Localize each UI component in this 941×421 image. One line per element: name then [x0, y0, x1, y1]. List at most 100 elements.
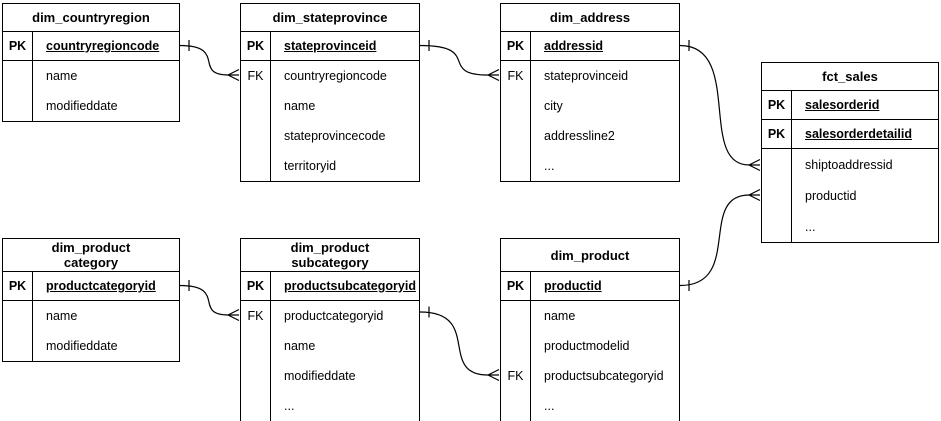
relationship-curve	[419, 44, 489, 76]
key-badge	[241, 331, 271, 361]
relationship-curve	[679, 44, 750, 166]
column-name: ...	[284, 399, 295, 413]
key-badge	[501, 91, 531, 121]
relationship-dim_productcategory-to-dim_productsubcategory[interactable]	[179, 280, 240, 322]
table-title: dim_stateprovince	[241, 4, 419, 32]
key-badge	[241, 361, 271, 391]
column-name: name	[46, 69, 78, 83]
table-row-attribute: ...	[241, 391, 419, 421]
table-row-attribute: ...	[501, 151, 679, 181]
table-row-attribute: name	[241, 331, 419, 361]
table-row-attribute: shiptoaddressid	[762, 149, 938, 180]
crow-foot-many-marker	[227, 308, 240, 322]
relationship-dim_productsubcategory-to-dim_product[interactable]	[419, 306, 500, 382]
table-row-attribute: FK stateprovinceid	[501, 61, 679, 91]
key-badge: FK	[501, 361, 531, 391]
key-badge	[241, 121, 271, 151]
relationship-curve	[179, 44, 229, 76]
key-badge: PK	[3, 272, 33, 300]
column-name: modifieddate	[284, 369, 356, 383]
key-badge: PK	[3, 32, 33, 60]
key-badge: PK	[241, 32, 271, 60]
column-name: salesorderid	[805, 98, 880, 112]
relationship-dim_address-to-fct_sales[interactable]	[679, 40, 761, 172]
crow-foot-many-marker	[487, 68, 500, 82]
column-name: city	[544, 99, 563, 113]
key-badge	[762, 180, 792, 211]
table-row-attribute: territoryid	[241, 151, 419, 181]
column-name: productsubcategoryid	[284, 279, 416, 293]
column-name: productcategoryid	[46, 279, 156, 293]
column-name: ...	[544, 399, 555, 413]
relationship-dim_stateprovince-to-dim_address[interactable]	[419, 40, 500, 82]
table-row-attribute: modifieddate	[3, 91, 179, 121]
table-row-pk: PK stateprovinceid	[241, 32, 419, 61]
key-badge: FK	[501, 61, 531, 91]
crow-foot-many-marker	[748, 158, 761, 172]
column-name: productmodelid	[544, 339, 630, 353]
table-title: fct_sales	[762, 63, 938, 91]
relationship-dim_countryregion-to-dim_stateprovince[interactable]	[179, 40, 240, 82]
relationship-curve	[179, 284, 229, 316]
key-badge	[3, 301, 33, 331]
table-row-attribute: ...	[762, 211, 938, 242]
key-badge	[241, 91, 271, 121]
table-row-attribute: ...	[501, 391, 679, 421]
key-badge	[501, 331, 531, 361]
column-name: addressid	[544, 39, 604, 53]
table-row-attribute: city	[501, 91, 679, 121]
column-name: modifieddate	[46, 99, 118, 113]
column-name: productid	[544, 279, 602, 293]
relationship-dim_product-to-fct_sales[interactable]	[679, 188, 761, 292]
column-name: countryregioncode	[284, 69, 387, 83]
table-row-pk: PK addressid	[501, 32, 679, 61]
key-badge: PK	[501, 32, 531, 60]
table-row-attribute: name	[501, 301, 679, 331]
column-name: ...	[805, 219, 816, 234]
table-row-attribute: FK countryregioncode	[241, 61, 419, 91]
column-name: productcategoryid	[284, 309, 384, 323]
table-row-pk: PK productcategoryid	[3, 272, 179, 301]
column-name: addressline2	[544, 129, 615, 143]
key-badge	[3, 331, 33, 361]
table-row-attribute: productid	[762, 180, 938, 211]
column-name: stateprovinceid	[544, 69, 629, 83]
column-name: stateprovincecode	[284, 129, 386, 143]
table-row-attribute: name	[3, 301, 179, 331]
column-name: salesorderdetailid	[805, 127, 912, 141]
key-badge: FK	[241, 61, 271, 91]
table-row-attribute: productmodelid	[501, 331, 679, 361]
key-badge	[3, 61, 33, 91]
column-name: name	[284, 339, 316, 353]
key-badge	[241, 391, 271, 421]
column-name: name	[46, 309, 78, 323]
crow-foot-many-marker	[748, 188, 761, 202]
key-badge	[501, 391, 531, 421]
column-name: productid	[805, 188, 857, 203]
key-badge	[3, 91, 33, 121]
table-title: dim_product category	[3, 239, 179, 272]
table-row-attribute: name	[3, 61, 179, 91]
table-row-attribute: modifieddate	[241, 361, 419, 391]
column-name: name	[544, 309, 576, 323]
column-name: stateprovinceid	[284, 39, 377, 53]
key-badge	[501, 121, 531, 151]
table-title: dim_product	[501, 239, 679, 272]
key-badge	[501, 301, 531, 331]
table-title: dim_product subcategory	[241, 239, 419, 272]
column-name: modifieddate	[46, 339, 118, 353]
key-badge	[762, 149, 792, 180]
column-name: productsubcategoryid	[544, 369, 664, 383]
